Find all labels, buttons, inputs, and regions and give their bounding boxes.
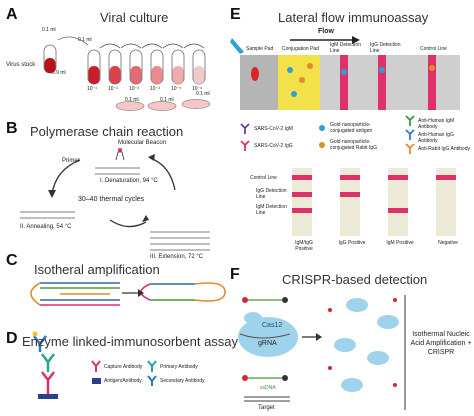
pad-label-sample: Sample Pad xyxy=(246,46,274,52)
elisa-legend-capture: Capture Antibody xyxy=(104,364,143,370)
result-igm-igg-positive: IgM/IgG Positive xyxy=(295,240,313,252)
ssdna-label: ssDNA xyxy=(260,385,276,391)
result-igm-positive: IgM Positive xyxy=(386,240,414,246)
activated-cas-complexes xyxy=(328,298,399,392)
dilution-label-2: 10⁻² xyxy=(108,86,118,92)
pad-label-igg: IgG Detection Line xyxy=(370,42,401,54)
plate-vol-2: 0.1 ml xyxy=(160,97,174,103)
pcr-step-annealing: II. Annealing, 54 °C xyxy=(20,224,72,230)
plate-vol-3: 0.1 ml xyxy=(196,91,210,97)
result-negative: Negative xyxy=(438,240,458,246)
panel-c-title: Isotheral amplification xyxy=(34,262,160,277)
lfia-legend-gold-igg: Gold nanoparticle-conjugated Rabit IgG xyxy=(330,139,377,151)
panel-a-vol-top1: 0.1 ml xyxy=(42,27,56,33)
elisa-legend-primary: Primary Antibody xyxy=(160,364,198,370)
pcr-primer-label: Primer xyxy=(62,158,80,164)
flow-arrow xyxy=(290,36,360,44)
panel-b-title: Polymerase chain reaction xyxy=(30,124,184,139)
target-label: Target xyxy=(258,405,275,411)
plate-vol-1: 0.1 ml xyxy=(125,97,139,103)
dilution-label-6: 10⁻⁶ xyxy=(192,86,203,92)
panel-f-title: CRISPR-based detection xyxy=(282,272,428,287)
panel-d-letter: D xyxy=(6,330,18,347)
pad-label-conjugation: Conjugation Pad xyxy=(282,46,319,52)
sample-pipette-icon xyxy=(230,38,259,81)
cleavage-arrow xyxy=(302,333,322,341)
flow-label: Flow xyxy=(318,28,334,35)
result-igg-positive: IgG Positive xyxy=(338,240,366,246)
lfia-legend-anti-rabit: Anti-Rabit IgG Antibody xyxy=(418,146,470,152)
reporter-icons xyxy=(242,297,290,402)
lfia-legend-anti-igm: Anti-Human IgM Antibody xyxy=(418,118,455,130)
pcr-step-extension: III. Extension, 72 °C xyxy=(150,254,204,260)
culture-plates xyxy=(115,99,211,111)
pcr-arrowheads xyxy=(48,154,155,222)
panel-a-title: Viral culture xyxy=(100,10,169,25)
pcr-beacon-label: Molecular Beacon xyxy=(118,140,167,146)
dilution-label-5: 10⁻⁵ xyxy=(171,86,182,92)
panel-a-vol-top2: 0.1 ml xyxy=(78,37,92,43)
lateral-flow-strip xyxy=(240,55,460,110)
lfia-legend-igg: SARS-CoV-2 IgG xyxy=(254,143,293,149)
grna-label: gRNA xyxy=(258,340,277,347)
lfia-legend-gold-antigen: Gold nanoparticle-conjugated antigen xyxy=(330,122,373,134)
crispr-side-text: Isothermal Nucleic Acid Amplification + … xyxy=(410,331,472,356)
panel-b-letter: B xyxy=(6,120,18,137)
molecular-beacon-icon xyxy=(115,148,125,161)
dilution-label-4: 10⁻⁴ xyxy=(150,86,161,92)
elisa-antibody-stack xyxy=(32,331,58,399)
pipette-arrows xyxy=(57,36,205,49)
dilution-label-1: 10⁻¹ xyxy=(87,86,97,92)
pad-label-control: Control Line xyxy=(420,46,447,52)
panel-c-letter: C xyxy=(6,252,18,269)
lfia-legend-anti-igg: Anti-Human IgG Antibody xyxy=(418,132,454,144)
panel-e-title: Lateral flow immunoassay xyxy=(278,10,429,25)
pad-label-igm: IgM Detection Line xyxy=(330,42,361,54)
dilution-tubes xyxy=(87,49,206,85)
panel-a-vol-side: 0.9 ml xyxy=(52,70,66,76)
strip-label-control: Control Line xyxy=(250,175,277,181)
cas12-label: Cas12 xyxy=(262,322,283,329)
panel-a-virus-stock: Virus stock xyxy=(6,62,36,68)
panel-a-letter: A xyxy=(6,6,18,23)
lfia-legend-icons xyxy=(240,115,415,154)
test-strips xyxy=(292,168,456,236)
panel-e-letter: E xyxy=(230,6,241,23)
dilution-label-3: 10⁻³ xyxy=(129,86,139,92)
pcr-step-denaturation: I. Denaturation, 94 °C xyxy=(100,178,158,184)
strip-label-igg: IgG Detection Line xyxy=(256,188,287,200)
strip-label-igm: IgM Detection Line xyxy=(256,204,287,216)
dna-strands xyxy=(20,167,210,251)
lfia-legend-igm: SARS-CoV-2 IgM xyxy=(254,126,293,132)
panel-d-title: Enzyme linked-immunosorbent assay xyxy=(22,334,239,349)
elisa-legend-secondary: Secondary Antibody xyxy=(160,378,205,384)
isothermal-amplification-graphic xyxy=(30,282,226,306)
virus-stock-tube xyxy=(43,44,57,74)
conjugate-particles xyxy=(287,63,435,97)
pcr-cycles-label: 30–40 thermal cycles xyxy=(78,196,145,203)
isothermal-arrow xyxy=(122,289,144,297)
panel-f-letter: F xyxy=(230,266,240,283)
elisa-legend-icons xyxy=(91,360,157,386)
elisa-legend-antigen: Antigen/Antibody xyxy=(104,378,142,384)
cas12-complex xyxy=(238,312,298,357)
